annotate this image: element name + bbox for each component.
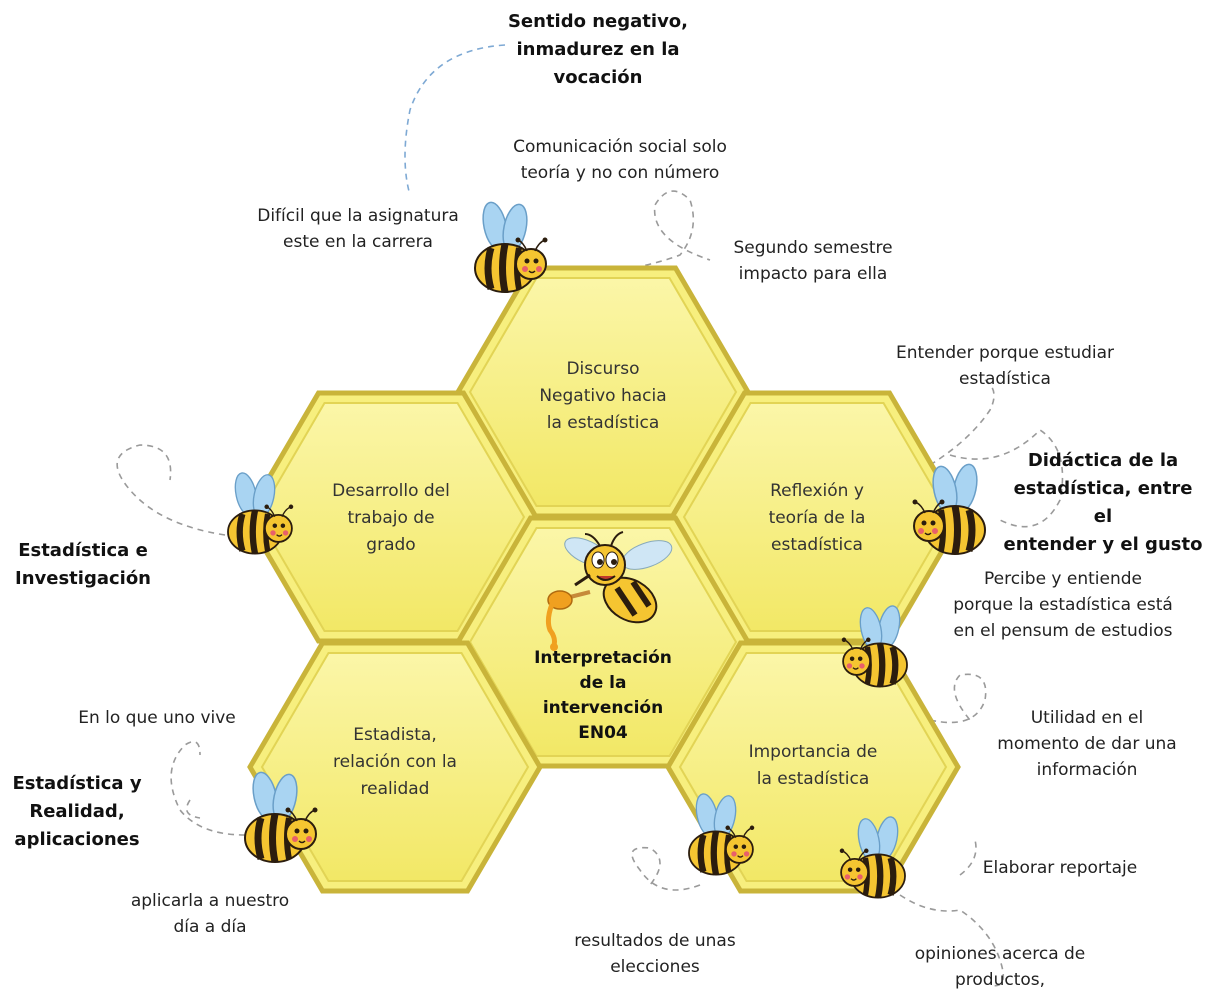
annotation-dificil-asignatura: Difícil que la asignatura este en la car… — [257, 206, 459, 252]
annotation-comunicacion-social: Comunicación social solo teoría y no con… — [513, 137, 727, 183]
hex-label-estadista-realidad: Estadista, relación con la realidad — [333, 725, 457, 799]
hexagon-lower-left — [247, 640, 543, 894]
annotation-estadistica-investigacion: Estadística e Investigación — [15, 540, 151, 589]
cartoon-bee-icon — [564, 531, 673, 624]
hexagon-upper-right — [669, 390, 965, 644]
hexagon-center — [455, 515, 751, 769]
hex-label-reflexion-teoria: Reflexión y teoría de la estadística — [768, 481, 866, 555]
honey-dipper-icon — [545, 590, 591, 651]
hex-label-trabajo-de-grado: Desarrollo del trabajo de grado — [332, 481, 450, 555]
annotation-opiniones: opiniones acerca de productos, — [914, 944, 1086, 990]
annotation-estadistica-realidad: Estadística y Realidad, aplicaciones — [12, 773, 142, 850]
flight-trails — [116, 44, 1064, 987]
annotation-utilidad: Utilidad en el momento de dar una inform… — [997, 708, 1177, 780]
annotation-elaborar-reportaje: Elaborar reportaje — [982, 858, 1138, 878]
annotation-sentido-negativo: Sentido negativo, inmadurez en la vocaci… — [507, 11, 689, 88]
hexagon-top — [455, 265, 751, 519]
annotation-aplicarla: aplicarla a nuestro día a día — [130, 891, 290, 937]
hex-label-importancia: Importancia de la estadística — [748, 742, 878, 789]
annotation-resultados-elecciones: resultados de unas elecciones — [574, 931, 736, 977]
annotation-entender-porque: Entender porque estudiar estadística — [895, 343, 1115, 389]
annotation-percibe: Percibe y entiende porque la estadística… — [953, 569, 1173, 641]
hex-label-interpretacion-en04: Interpretación de la intervención EN04 — [534, 648, 672, 743]
hexagon-upper-left — [243, 390, 539, 644]
hex-label-discurso-negativo: Discurso Negativo hacia la estadística — [539, 359, 667, 433]
annotation-en-lo-que-vive: En lo que uno vive — [78, 708, 236, 728]
annotation-segundo-semestre: Segundo semestre impacto para ella — [733, 238, 893, 284]
annotation-didactica: Didáctica de la estadística, entre el en… — [1003, 450, 1203, 555]
